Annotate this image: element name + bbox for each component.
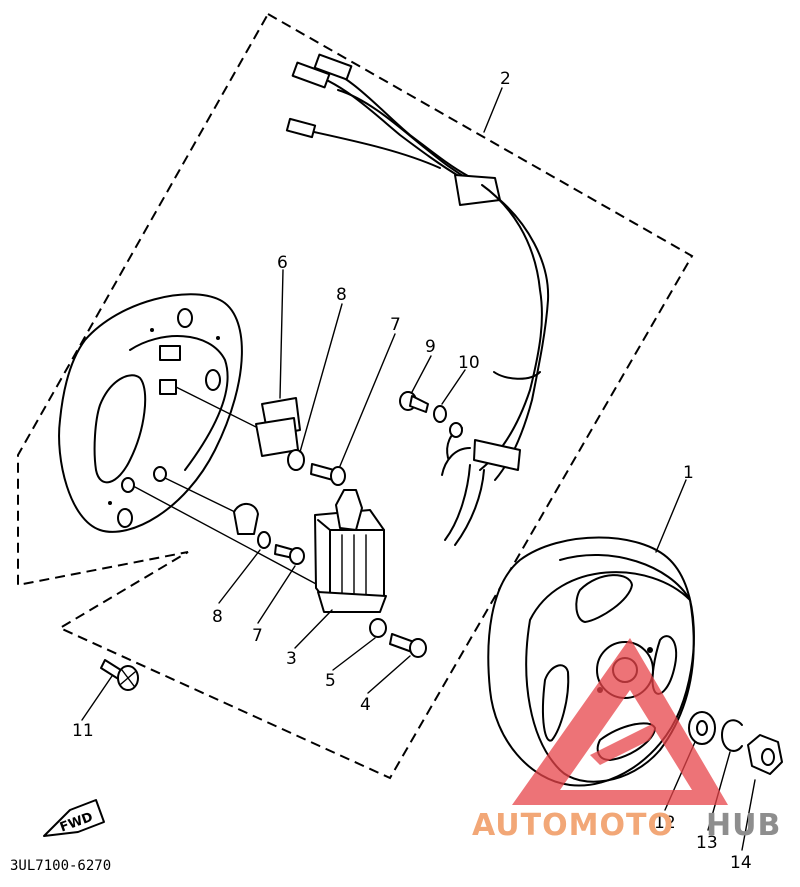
nut-14 — [747, 734, 783, 775]
watermark-text-primary: AUTOMOTO — [472, 808, 674, 843]
callout-12: 12 — [654, 813, 676, 833]
washer-10 — [433, 405, 447, 423]
callout-1: 1 — [683, 463, 694, 483]
callout-6: 6 — [277, 253, 288, 273]
callout-7-upper: 7 — [390, 315, 401, 335]
wire-clamp — [233, 503, 259, 535]
callout-7-lower: 7 — [252, 626, 263, 646]
screw-7-upper — [310, 463, 346, 486]
assembly-boundary — [17, 12, 694, 780]
callout-2: 2 — [500, 69, 511, 89]
pulser-coil — [255, 397, 301, 457]
callout-3: 3 — [286, 649, 297, 669]
callout-14: 14 — [730, 853, 752, 873]
watermark-triangle-icon — [512, 638, 728, 805]
callout-9: 9 — [425, 337, 436, 357]
lock-washer-13 — [721, 719, 743, 752]
flywheel-rotor — [487, 536, 695, 787]
callout-leaders — [81, 87, 756, 851]
callout-13: 13 — [696, 833, 718, 853]
washer-8-lower — [257, 531, 271, 549]
washer-5 — [369, 618, 387, 638]
part-code: 3UL7100-6270 — [10, 858, 111, 874]
screw-4 — [389, 633, 427, 658]
screw-11 — [100, 659, 139, 691]
callout-8-upper: 8 — [336, 285, 347, 305]
callout-10: 10 — [458, 353, 480, 373]
charging-coil — [314, 489, 387, 613]
fwd-arrow-icon: FWD — [43, 799, 105, 837]
wiring-harness — [285, 53, 550, 546]
callout-5: 5 — [325, 671, 336, 691]
watermark-text-secondary: HUB — [706, 808, 781, 843]
callout-11: 11 — [72, 721, 94, 741]
callout-4: 4 — [360, 695, 371, 715]
washer-12 — [688, 711, 716, 745]
screw-9 — [399, 391, 429, 413]
screw-7-lower — [274, 544, 305, 565]
washer-8-upper — [287, 449, 305, 471]
stator-base-plate — [58, 293, 243, 533]
callout-8-lower: 8 — [212, 607, 223, 627]
watermark-logo — [512, 638, 728, 805]
